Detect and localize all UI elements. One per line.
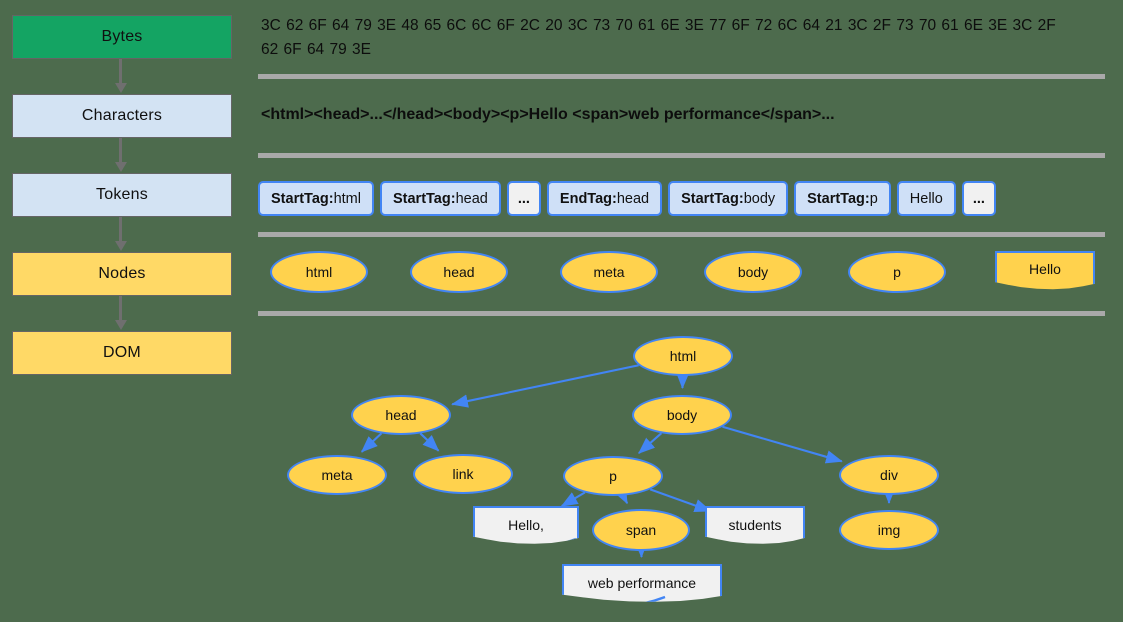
dom-node-html: html [633,336,733,376]
token-chip: ... [961,181,996,216]
dom-edge-p-to-students [649,488,712,512]
token-value-label: p [869,190,878,207]
token-kind-label: StartTag: [807,190,870,207]
dom-node-label: Hello, [508,517,544,533]
dom-node-div: div [839,455,939,495]
token-kind-label: StartTag: [392,190,456,207]
dom-tree-edges [360,364,896,559]
token-kind-label: EndTag: [559,190,617,207]
dom-edge-p-to-hello [560,491,586,507]
node-chip-p: p [848,251,946,293]
pipeline-stage-label: Characters [81,107,163,124]
node-chip-html: html [270,251,368,293]
document-wave-edge-icon [562,595,666,602]
dom-node-head: head [351,395,451,435]
dom-edge-p-to-span [613,486,629,505]
pipeline-arrow-down-icon [114,59,127,93]
dom-node-webperf: web performance [562,564,722,602]
pipeline-arrow-down-icon [114,138,127,172]
pipeline-stage-label: Tokens [96,186,148,203]
dom-node-label: link [452,466,474,482]
token-kind-label: StartTag: [681,190,744,207]
node-chip-head: head [410,251,508,293]
token-chip: StartTag: head [379,181,501,216]
token-chip: ... [506,181,541,216]
pipeline-arrow-down-icon [114,296,127,330]
dom-node-label: span [625,522,657,538]
dom-node-label: html [669,348,697,364]
dom-node-meta: meta [287,455,387,495]
token-chip: StartTag: body [668,181,789,216]
node-chip-body: body [704,251,802,293]
pipeline-stage-label: DOM [103,344,141,361]
node-chip-label: p [893,264,901,280]
dom-edge-head-to-link [419,432,440,452]
separator-bytes [258,74,1105,79]
node-chip-label: html [305,264,333,280]
token-value-label: html [333,190,361,207]
dom-node-link: link [413,454,513,494]
token-value-label: body [743,190,776,207]
dom-node-label: students [728,517,782,533]
separator-tokens [258,232,1105,237]
token-chip: StartTag: html [258,181,374,216]
node-chip-label: meta [593,264,625,280]
dom-node-label: p [609,468,617,484]
dom-node-img: img [839,510,939,550]
token-kind-label: StartTag: [271,190,334,207]
dom-edge-body-to-div [722,425,843,464]
dom-node-label: meta [321,467,353,483]
dom-node-p: p [563,456,663,496]
node-chip-meta: meta [560,251,658,293]
token-ellipsis-label: ... [517,190,530,207]
separator-characters [258,153,1105,158]
dom-node-label: head [385,407,417,423]
dom-node-body: body [632,395,732,435]
dom-edge-body-to-p [638,432,663,454]
pipeline-stage-label: Nodes [98,265,146,282]
token-ellipsis-label: ... [972,190,985,207]
token-value-label: Hello [909,190,943,207]
pipeline-stage-bytes: Bytes [12,15,232,59]
dom-edge-head-to-meta [360,432,383,453]
dom-node-label: img [877,522,901,538]
dom-edge-html-to-head [451,364,639,408]
dom-node-label: web performance [587,575,697,591]
nodes-row: html head meta body p Hello [258,243,1105,305]
dom-node-label: body [666,407,698,423]
pipeline-stage-dom: DOM [12,331,232,375]
pipeline-arrow-down-icon [114,217,127,251]
token-value-label: head [616,190,650,207]
token-chip: Hello [896,181,956,216]
node-chip-label: head [443,264,475,280]
node-chip-label: body [737,264,769,280]
pipeline-stage-nodes: Nodes [12,252,232,296]
bytes-hex-text: 3C 62 6F 64 79 3E 48 65 6C 6C 6F 2C 20 3… [261,17,1056,58]
right-panel: 3C 62 6F 64 79 3E 48 65 6C 6C 6F 2C 20 3… [250,0,1123,622]
dom-node-span: span [592,509,690,551]
token-value-label: head [455,190,488,207]
characters-markup-text: <html><head>...</head><body><p>Hello <sp… [261,106,835,123]
token-chip: EndTag: head [546,181,663,216]
pipeline-stage-characters: Characters [12,94,232,138]
token-chip: StartTag: p [794,181,891,216]
separator-nodes [258,311,1105,316]
node-chip-label: Hello [1029,261,1061,277]
pipeline-stage-label: Bytes [101,28,143,45]
node-chip-hello: Hello [995,251,1095,290]
pipeline-stage-tokens: Tokens [12,173,232,217]
dom-node-label: div [880,467,898,483]
